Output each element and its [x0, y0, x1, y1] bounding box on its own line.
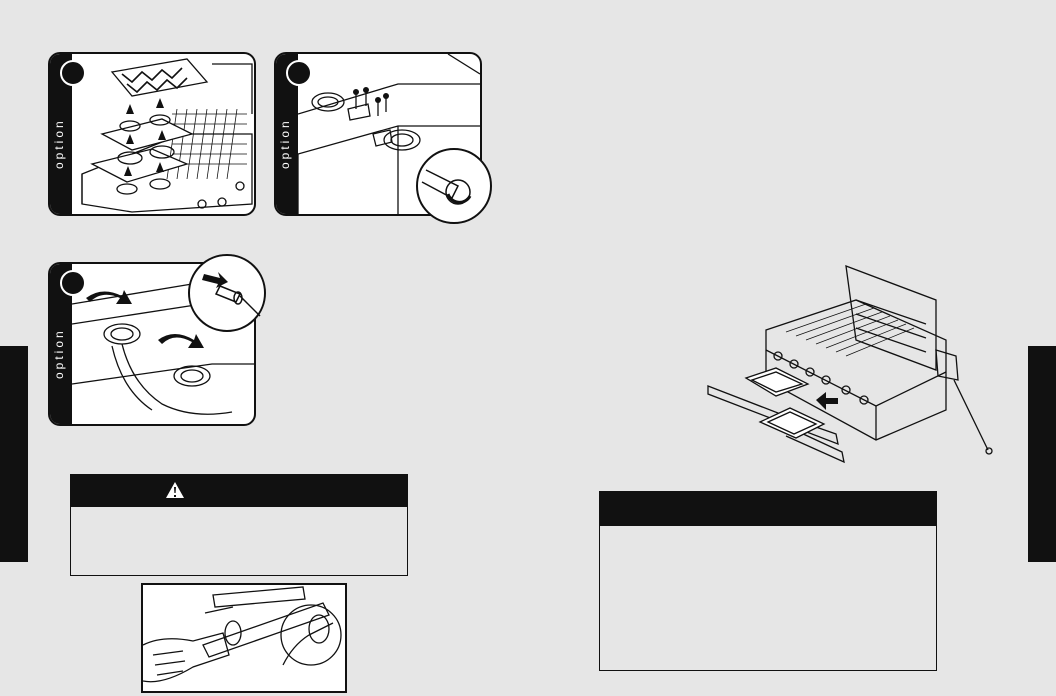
right-edge-tab	[1028, 346, 1056, 562]
option-panel-burner-lift: option	[48, 262, 256, 426]
burner-lift-illustration	[72, 283, 254, 415]
option-label: option	[52, 328, 66, 380]
step-badge	[60, 270, 86, 296]
warning-triangle-icon	[166, 482, 184, 498]
orifice-inset	[188, 254, 266, 332]
wrench-icon	[421, 169, 472, 205]
venturi-cleaning-illustration	[141, 583, 347, 693]
grill-illustration	[707, 265, 993, 464]
option-label: option	[278, 118, 292, 170]
option-strip: option	[50, 264, 86, 424]
option-strip: option	[50, 54, 86, 214]
step-badge	[60, 60, 86, 86]
grill-with-shelves-illustration	[706, 260, 998, 470]
wrench-inset	[416, 148, 492, 224]
orifice-icon	[202, 272, 261, 317]
notice-box	[599, 491, 937, 671]
grate-removal-illustration	[81, 58, 253, 213]
warning-header	[71, 475, 407, 507]
option-panel-grates: option	[48, 52, 256, 216]
notice-header	[600, 492, 936, 526]
burner-screw-illustration	[298, 54, 480, 214]
step-badge	[286, 60, 312, 86]
left-edge-tab	[0, 346, 28, 562]
hand-brush-illustration	[143, 586, 342, 683]
warning-box	[70, 474, 408, 576]
option-strip: option	[276, 54, 312, 214]
option-label: option	[52, 118, 66, 170]
